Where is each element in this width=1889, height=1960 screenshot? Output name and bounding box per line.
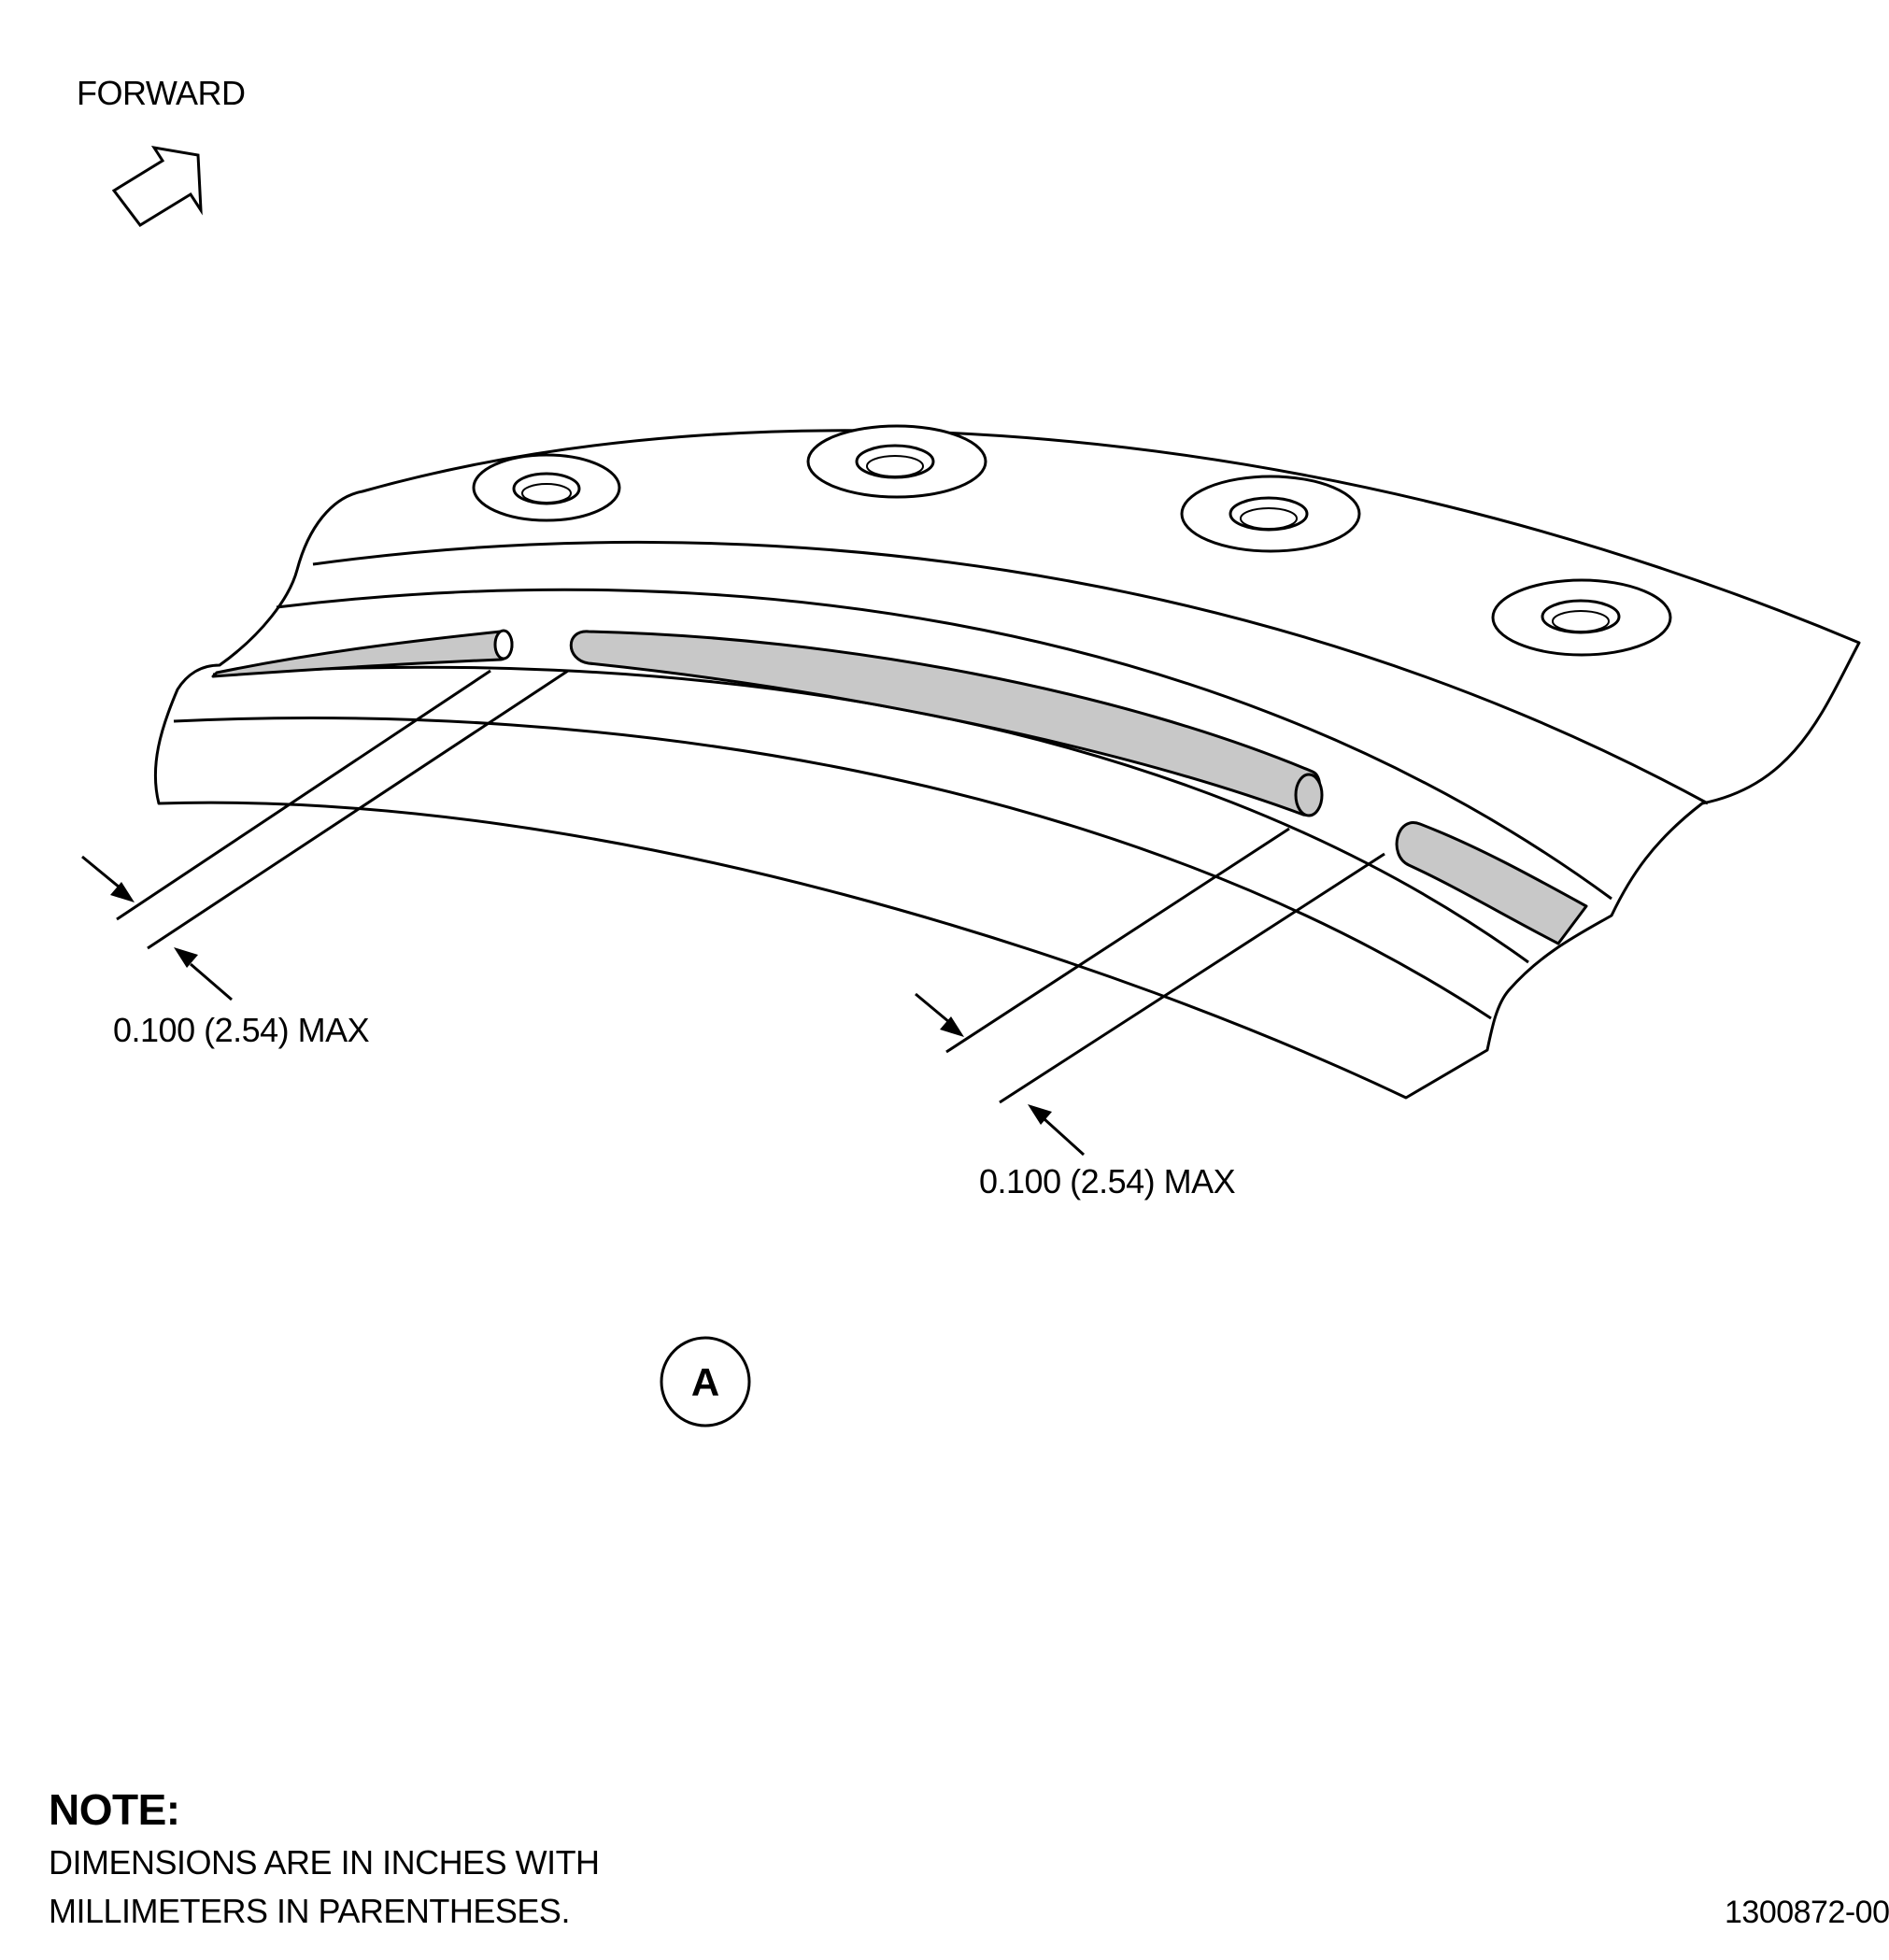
dimension-leader [1043, 1117, 1086, 1157]
dimension-leader [915, 992, 950, 1024]
seal-segment-end [493, 629, 514, 660]
groove-upper-edge [276, 588, 1612, 901]
note-heading: NOTE: [49, 1785, 180, 1834]
note-text-line: MILLIMETERS IN PARENTHESES. [49, 1892, 570, 1930]
extension-line [116, 669, 491, 921]
extension-line [999, 852, 1385, 1104]
forward-label: FORWARD [77, 74, 246, 112]
forward-arrow-icon [111, 145, 203, 227]
bolt-hole [1491, 578, 1672, 657]
face-edge-line [173, 717, 1492, 1020]
top-edge-line [312, 540, 1709, 805]
view-identifier-circle [660, 1336, 751, 1427]
part-outline [153, 429, 1861, 1100]
bolt-hole [1180, 475, 1361, 553]
extension-line [147, 669, 569, 950]
view-identifier: A [691, 1360, 719, 1404]
dimension-arrow [1028, 1104, 1052, 1125]
bolt-hole [806, 424, 987, 499]
drawing-number: 1300872-00 [1725, 1895, 1889, 1930]
dimension-leader [190, 962, 233, 1001]
dimension-arrow [110, 882, 135, 902]
extension-line [945, 827, 1290, 1054]
dimension-arrow [174, 947, 198, 968]
dimension-leader [81, 855, 121, 889]
dimension-label-left: 0.100 (2.54) MAX [113, 1011, 370, 1049]
dimension-arrow [940, 1016, 964, 1037]
note-text-line: DIMENSIONS ARE IN INCHES WITH [49, 1843, 600, 1882]
seal-segment-right [1395, 821, 1588, 945]
dimension-label-right: 0.100 (2.54) MAX [979, 1162, 1236, 1200]
seal-segment-end [1294, 773, 1324, 817]
bolt-hole [472, 453, 621, 522]
